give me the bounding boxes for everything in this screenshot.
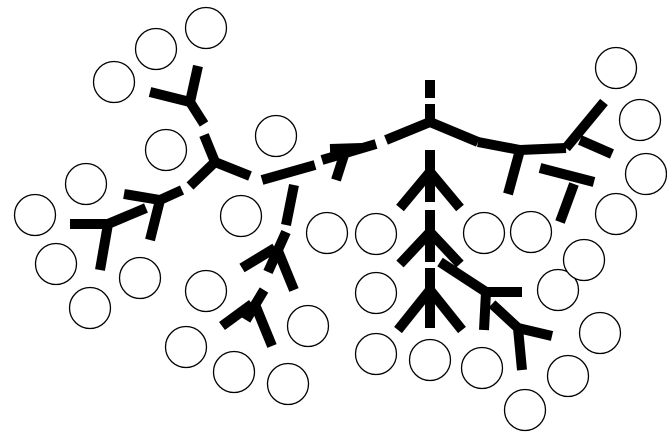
circle-node [462,348,503,389]
circle-node [221,196,262,237]
branch-segment [254,302,272,346]
circle-node [66,164,107,205]
branch-segment [262,165,315,180]
circle-node [166,327,207,368]
branch-segment [100,224,108,270]
circle-node [146,130,187,171]
circle-node [307,213,348,254]
branch-segment [440,262,486,292]
branch-segment [108,208,146,224]
circle-node [626,154,667,195]
branch-segment [150,92,190,102]
branch-segment [518,328,522,370]
branch-segment [204,135,215,162]
branch-segment [560,184,574,222]
circle-node [356,273,397,314]
branch-segment [150,200,160,240]
branch-segment [520,148,566,150]
branch-segment [190,66,198,102]
branch-segment [492,304,518,328]
circle-node [356,334,397,375]
branch-segment [276,246,294,290]
branch-segment [286,185,294,225]
branch-segment [430,122,478,142]
branch-segment [160,190,182,200]
circle-node [268,364,309,405]
branch-segment [540,168,594,182]
circle-node [36,244,77,285]
branch-segment [386,122,430,140]
circle-node [186,271,227,312]
circle-node [505,390,546,431]
branch-segment [508,150,520,194]
circle-node [596,194,637,235]
circle-node [214,352,255,393]
circle-node [356,214,397,255]
branch-segment [124,194,160,200]
branch-segment [330,148,362,149]
circle-node [186,8,227,49]
circle-node [256,116,297,157]
branch-segment [478,142,520,150]
circle-node [136,29,177,70]
circle-node [288,306,329,347]
circle-node [15,195,56,236]
circle-node [464,213,505,254]
circle-node [511,212,552,253]
circle-node [94,62,135,103]
circle-node [548,356,589,397]
circle-node [596,48,637,89]
branch-segment [190,102,204,124]
circle-node [120,258,161,299]
branch-segment [484,292,486,330]
circle-node [564,240,605,281]
branch-segment [215,162,250,176]
circle-node [620,100,661,141]
circle-node [70,288,111,329]
branch-segment [190,162,215,186]
circle-node [410,340,451,381]
circle-node [580,313,621,354]
branch-segment [580,140,612,154]
